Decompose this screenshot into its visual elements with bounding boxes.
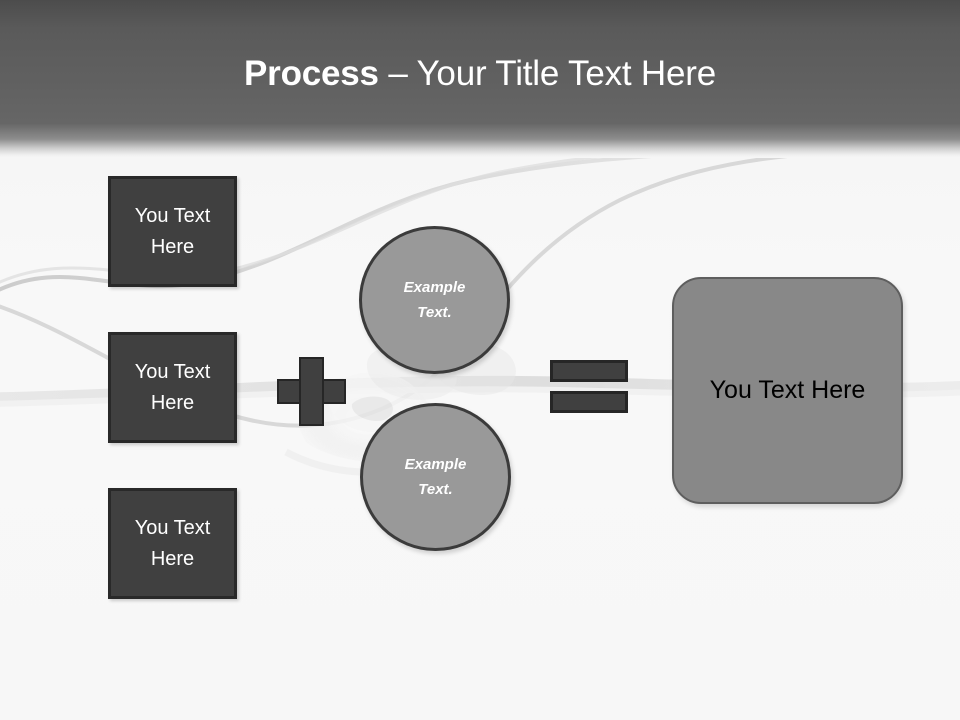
example-circle-2-line1: Example [404,456,467,473]
input-box-1-label: You Text Here [134,204,211,258]
plus-icon-center [301,381,322,402]
header-band [0,0,960,158]
example-circle-2-line2: Text. [418,481,453,498]
page-title: Process – Your Title Text Here [0,52,960,96]
equals-icon [550,360,628,413]
example-circle-1-line1: Example [403,279,466,296]
example-circle-1-line2: Text. [417,304,452,321]
equals-icon-top-bar [550,360,628,382]
result-box-label: You Text Here [709,376,866,404]
equals-icon-bottom-bar [550,391,628,413]
input-box-2[interactable]: You Text Here [108,332,237,443]
input-box-3[interactable]: You Text Here [108,488,237,599]
input-box-3-label: You Text Here [134,516,211,570]
input-box-1[interactable]: You Text Here [108,176,237,287]
page-title-separator: – [378,54,417,93]
plus-icon [277,357,346,426]
result-box[interactable]: You Text Here [672,277,903,504]
page-title-rest: Your Title Text Here [416,54,717,93]
page-title-bold: Process [244,54,379,93]
input-box-2-label: You Text Here [134,360,211,414]
